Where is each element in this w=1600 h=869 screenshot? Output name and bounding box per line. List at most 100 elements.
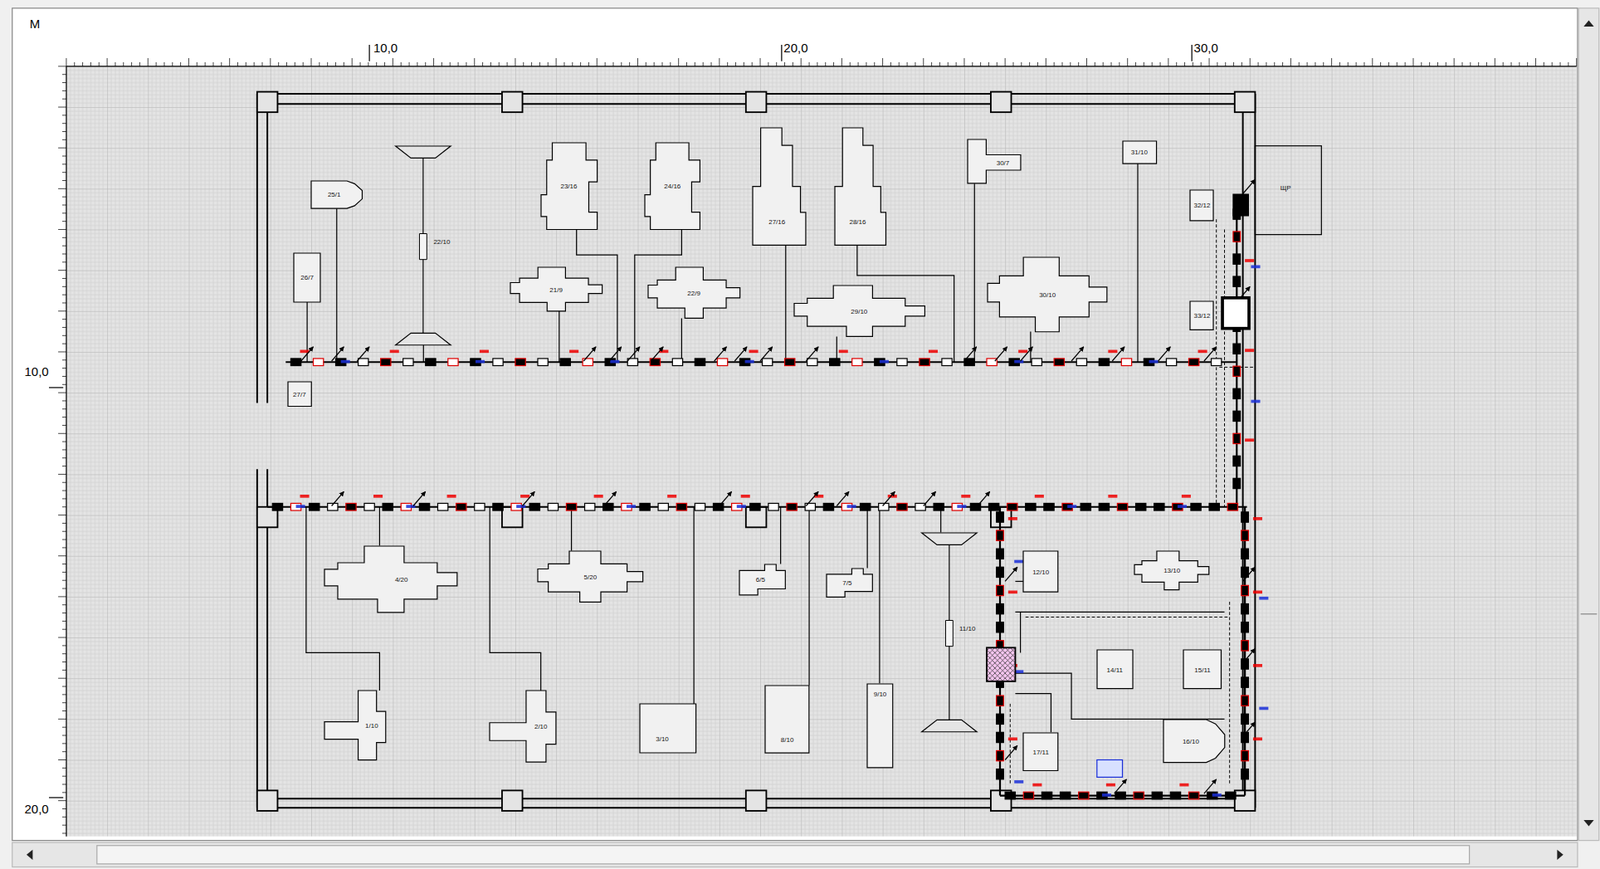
ruler-tick (1502, 62, 1504, 67)
ruler-tick (196, 62, 198, 67)
tray-section (1053, 358, 1064, 366)
tray-section (649, 358, 660, 366)
ruler-tick (62, 784, 67, 786)
crane-hoist (945, 619, 953, 646)
ruler-tick (514, 58, 516, 67)
ruler-tick (1224, 62, 1226, 67)
machine-number: 12/10 (1032, 567, 1049, 576)
ruler-tick (1282, 62, 1283, 67)
tray-section (1209, 502, 1220, 511)
ruler-tick (62, 73, 67, 75)
ruler-tick (62, 506, 67, 508)
ruler-tick (351, 58, 353, 67)
ruler-tick (62, 832, 67, 834)
tray-section (996, 695, 1005, 706)
tray-section (272, 502, 283, 511)
ruler-tick (556, 58, 557, 67)
ruler-tick (62, 531, 67, 532)
room-outline (1254, 146, 1322, 235)
ruler-tick (800, 58, 802, 67)
ruler-tick (1347, 62, 1349, 67)
annotation-mark (1067, 504, 1077, 508)
cable-line (1019, 611, 1021, 653)
ruler-tick (1200, 62, 1202, 67)
ruler-tick (384, 62, 386, 67)
view-frame (12, 8, 1578, 841)
machine-outline: 30/7 (967, 139, 1021, 184)
ruler-tick (58, 473, 67, 475)
tray-section (1241, 713, 1249, 724)
machine-outline: 6/5 (739, 564, 786, 596)
annotation-mark (1032, 783, 1042, 787)
scroll-arrow (1583, 20, 1594, 27)
annotation-mark (847, 504, 857, 508)
machine-outline: 4/20 (324, 546, 458, 613)
machine-number: 31/10 (1131, 148, 1148, 157)
tray-section (290, 358, 301, 366)
ruler-tick (775, 62, 777, 67)
machine-outline: 27/16 (752, 127, 806, 245)
tray-section (1188, 791, 1199, 800)
machine-number: 25/1 (327, 190, 342, 199)
ruler-tick (360, 62, 361, 67)
ruler-tick (131, 62, 132, 67)
outlet-arrow (923, 491, 937, 506)
ruler-tick (58, 595, 67, 597)
outlet-arrow (805, 346, 819, 361)
ruler-tick (1445, 62, 1447, 67)
ruler-tick (1135, 62, 1137, 67)
ruler-tick (645, 62, 647, 67)
tray-section (380, 358, 391, 366)
ruler-tick (62, 580, 67, 581)
ruler-tick (1551, 62, 1553, 67)
annotation-mark (609, 360, 620, 364)
tray-section (1233, 388, 1241, 399)
machine-outline-shape (1122, 141, 1157, 164)
annotation-mark (1008, 736, 1018, 741)
ruler-tick (229, 58, 230, 67)
machine-number: 17/11 (1032, 747, 1049, 756)
machine-outline-shape (324, 690, 386, 761)
machine-outline-shape (1097, 649, 1133, 689)
tray-section (364, 502, 375, 511)
machine-outline: 14/11 (1097, 649, 1133, 689)
ruler-major-tick (780, 44, 782, 62)
ruler-tick (62, 604, 67, 605)
tray-section (1007, 502, 1018, 511)
ruler-tick (62, 237, 67, 239)
outlet-arrow (627, 346, 640, 361)
tray-section (1233, 365, 1241, 376)
crane-head (921, 532, 976, 545)
ruler-tick (849, 62, 851, 67)
ruler-tick (858, 62, 859, 67)
scroll-arrow (1583, 819, 1594, 826)
ruler-tick (65, 58, 67, 67)
annotation-mark (341, 360, 351, 364)
machine-number: 27/16 (768, 217, 786, 225)
ruler-tick (62, 408, 67, 410)
tray-section (529, 502, 540, 511)
tray-section (448, 358, 459, 366)
machine-number: 26/7 (300, 273, 314, 282)
machine-outline-shape (834, 127, 886, 245)
ruler-tick (1086, 58, 1088, 67)
cable-line (867, 507, 869, 569)
annotation-mark (594, 494, 604, 498)
ruler-tick (62, 522, 67, 524)
scroll-thumb (97, 845, 1470, 864)
ruler-tick (62, 808, 67, 810)
outlet-arrow (1114, 779, 1127, 794)
ruler-tick (571, 62, 573, 67)
machine-outline-shape (644, 142, 700, 230)
ruler-tick (596, 58, 598, 67)
machine-outline: 1/10 (324, 690, 386, 761)
ruler-tick (792, 62, 794, 67)
ruler-tick (62, 416, 67, 418)
tray-section (1151, 791, 1162, 800)
ruler-tick (1567, 62, 1569, 67)
machine-outline-shape (489, 690, 557, 762)
crane-head (395, 146, 451, 158)
machine-shape (639, 703, 697, 753)
ruler-tick (841, 58, 843, 67)
outlet-arrow (301, 346, 314, 361)
